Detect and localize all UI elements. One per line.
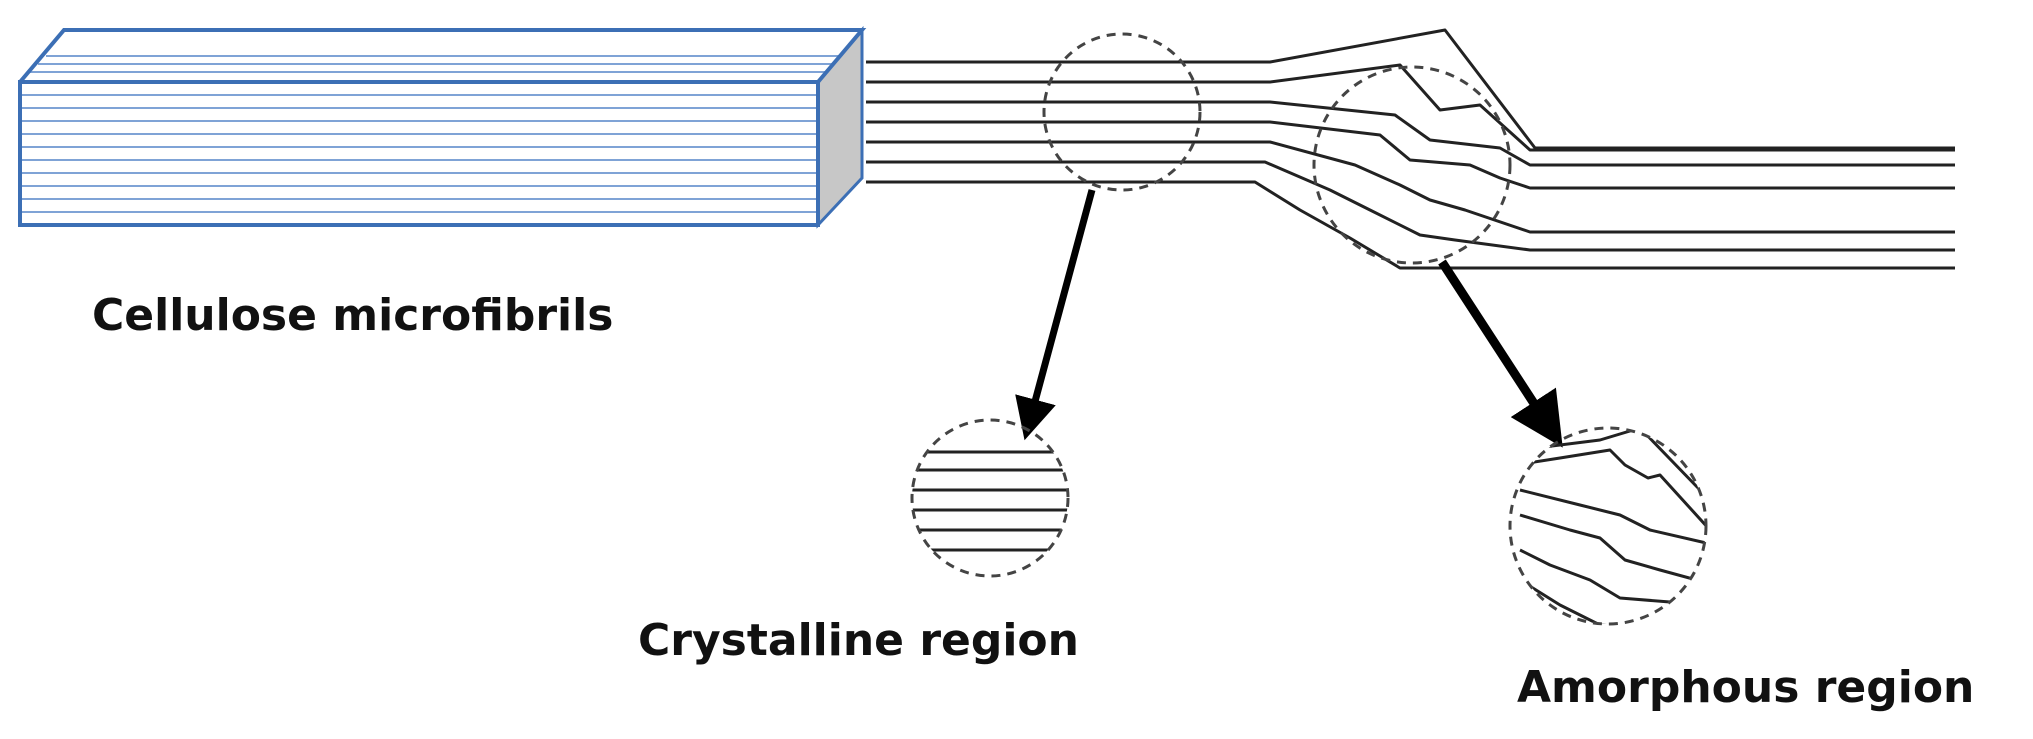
block-outline <box>18 28 867 227</box>
amorphous-zoom <box>1508 426 1708 626</box>
microfibril-block <box>18 25 867 229</box>
amorphous-region-label: Amorphous region <box>1517 662 1974 713</box>
crystalline-region-label: Crystalline region <box>638 615 1079 666</box>
crystalline-arrow <box>1015 189 1096 441</box>
fibre-strands <box>866 28 1955 270</box>
block-end-face <box>816 25 864 229</box>
microfibrils-label: Cellulose microfibrils <box>92 290 613 341</box>
crystalline-zoom <box>910 418 1070 578</box>
crystalline-highlight-circle <box>1042 32 1202 192</box>
block-lines <box>22 55 842 213</box>
amorphous-highlight-circle <box>1312 65 1512 265</box>
amorphous-arrow <box>1438 259 1563 448</box>
